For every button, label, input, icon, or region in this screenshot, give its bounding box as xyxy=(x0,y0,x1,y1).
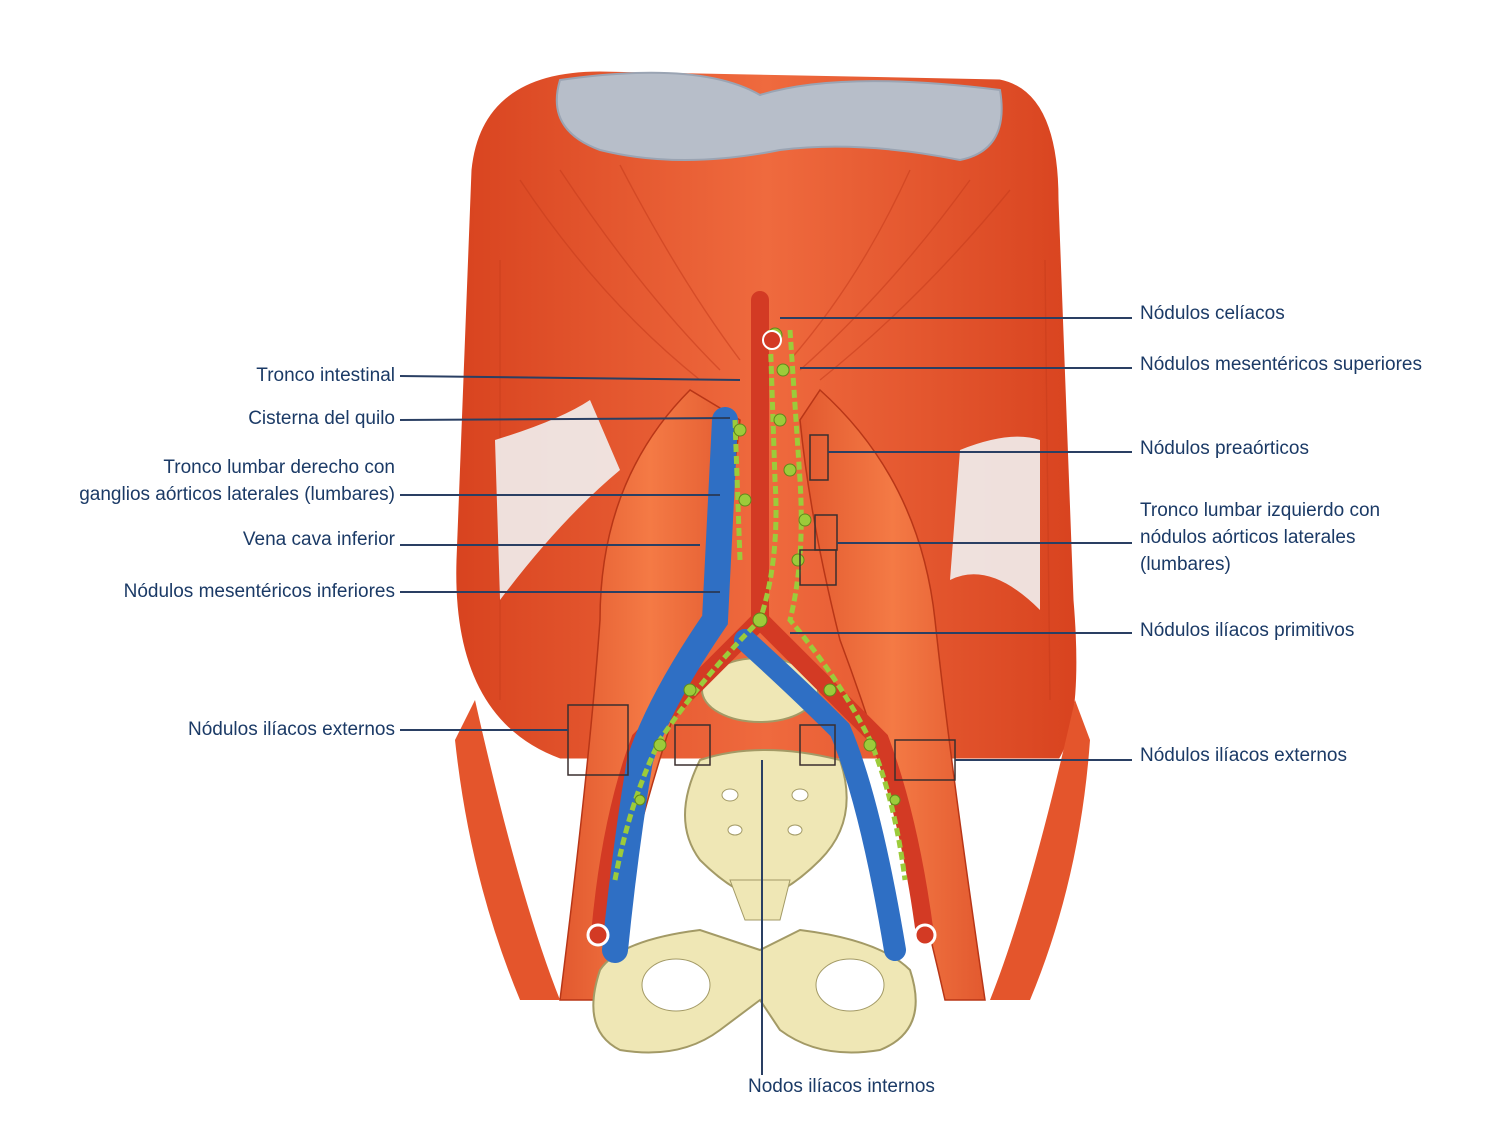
label-tronco-lumbar-izquierdo-line1: Tronco lumbar izquierdo con xyxy=(1140,500,1381,521)
leader-lines xyxy=(399,317,1132,1075)
label-tronco-intestinal: Tronco intestinal xyxy=(256,365,395,386)
diaphragm-tendon xyxy=(555,71,1003,162)
label-tronco-lumbar-derecho-line2: ganglios aórticos laterales (lumbares) xyxy=(79,484,395,505)
label-nodulos-iliacos-externos-right: Nódulos ilíacos externos xyxy=(1140,745,1347,766)
label-nodulos-celiacos: Nódulos celíacos xyxy=(1140,303,1285,324)
label-nodos-iliacos-internos: Nodos ilíacos internos xyxy=(748,1076,935,1097)
label-tronco-lumbar-izquierdo-line3: (lumbares) xyxy=(1140,554,1231,575)
label-nodulos-iliacos-externos-left: Nódulos ilíacos externos xyxy=(188,719,395,740)
sacrum xyxy=(684,749,848,902)
left-iliac-vein xyxy=(734,629,906,961)
left-iliac-artery xyxy=(751,611,934,944)
label-tronco-lumbar-izquierdo-line2: nódulos aórticos laterales xyxy=(1140,527,1356,548)
label-vena-cava-inferior: Vena cava inferior xyxy=(242,529,395,550)
blood-vessels xyxy=(586,291,937,963)
label-nodulos-mesentericos-inferiores: Nódulos mesentéricos inferiores xyxy=(123,581,395,602)
celiac-trunk xyxy=(762,330,782,350)
inferior-vena-cava xyxy=(602,407,738,963)
label-nodulos-iliacos-primitivos: Nódulos ilíacos primitivos xyxy=(1140,620,1355,641)
label-tronco-lumbar-derecho-line1: Tronco lumbar derecho con xyxy=(163,457,395,478)
label-nodulos-mesentericos-superiores: Nódulos mesentéricos superiores xyxy=(1140,354,1422,375)
label-cisterna-del-quilo: Cisterna del quilo xyxy=(248,408,395,429)
lymphatic-chain xyxy=(612,329,908,881)
pelvis-bones xyxy=(592,657,917,1054)
node-brackets xyxy=(567,434,956,781)
label-nodulos-preaorticos: Nódulos preaórticos xyxy=(1140,438,1309,459)
